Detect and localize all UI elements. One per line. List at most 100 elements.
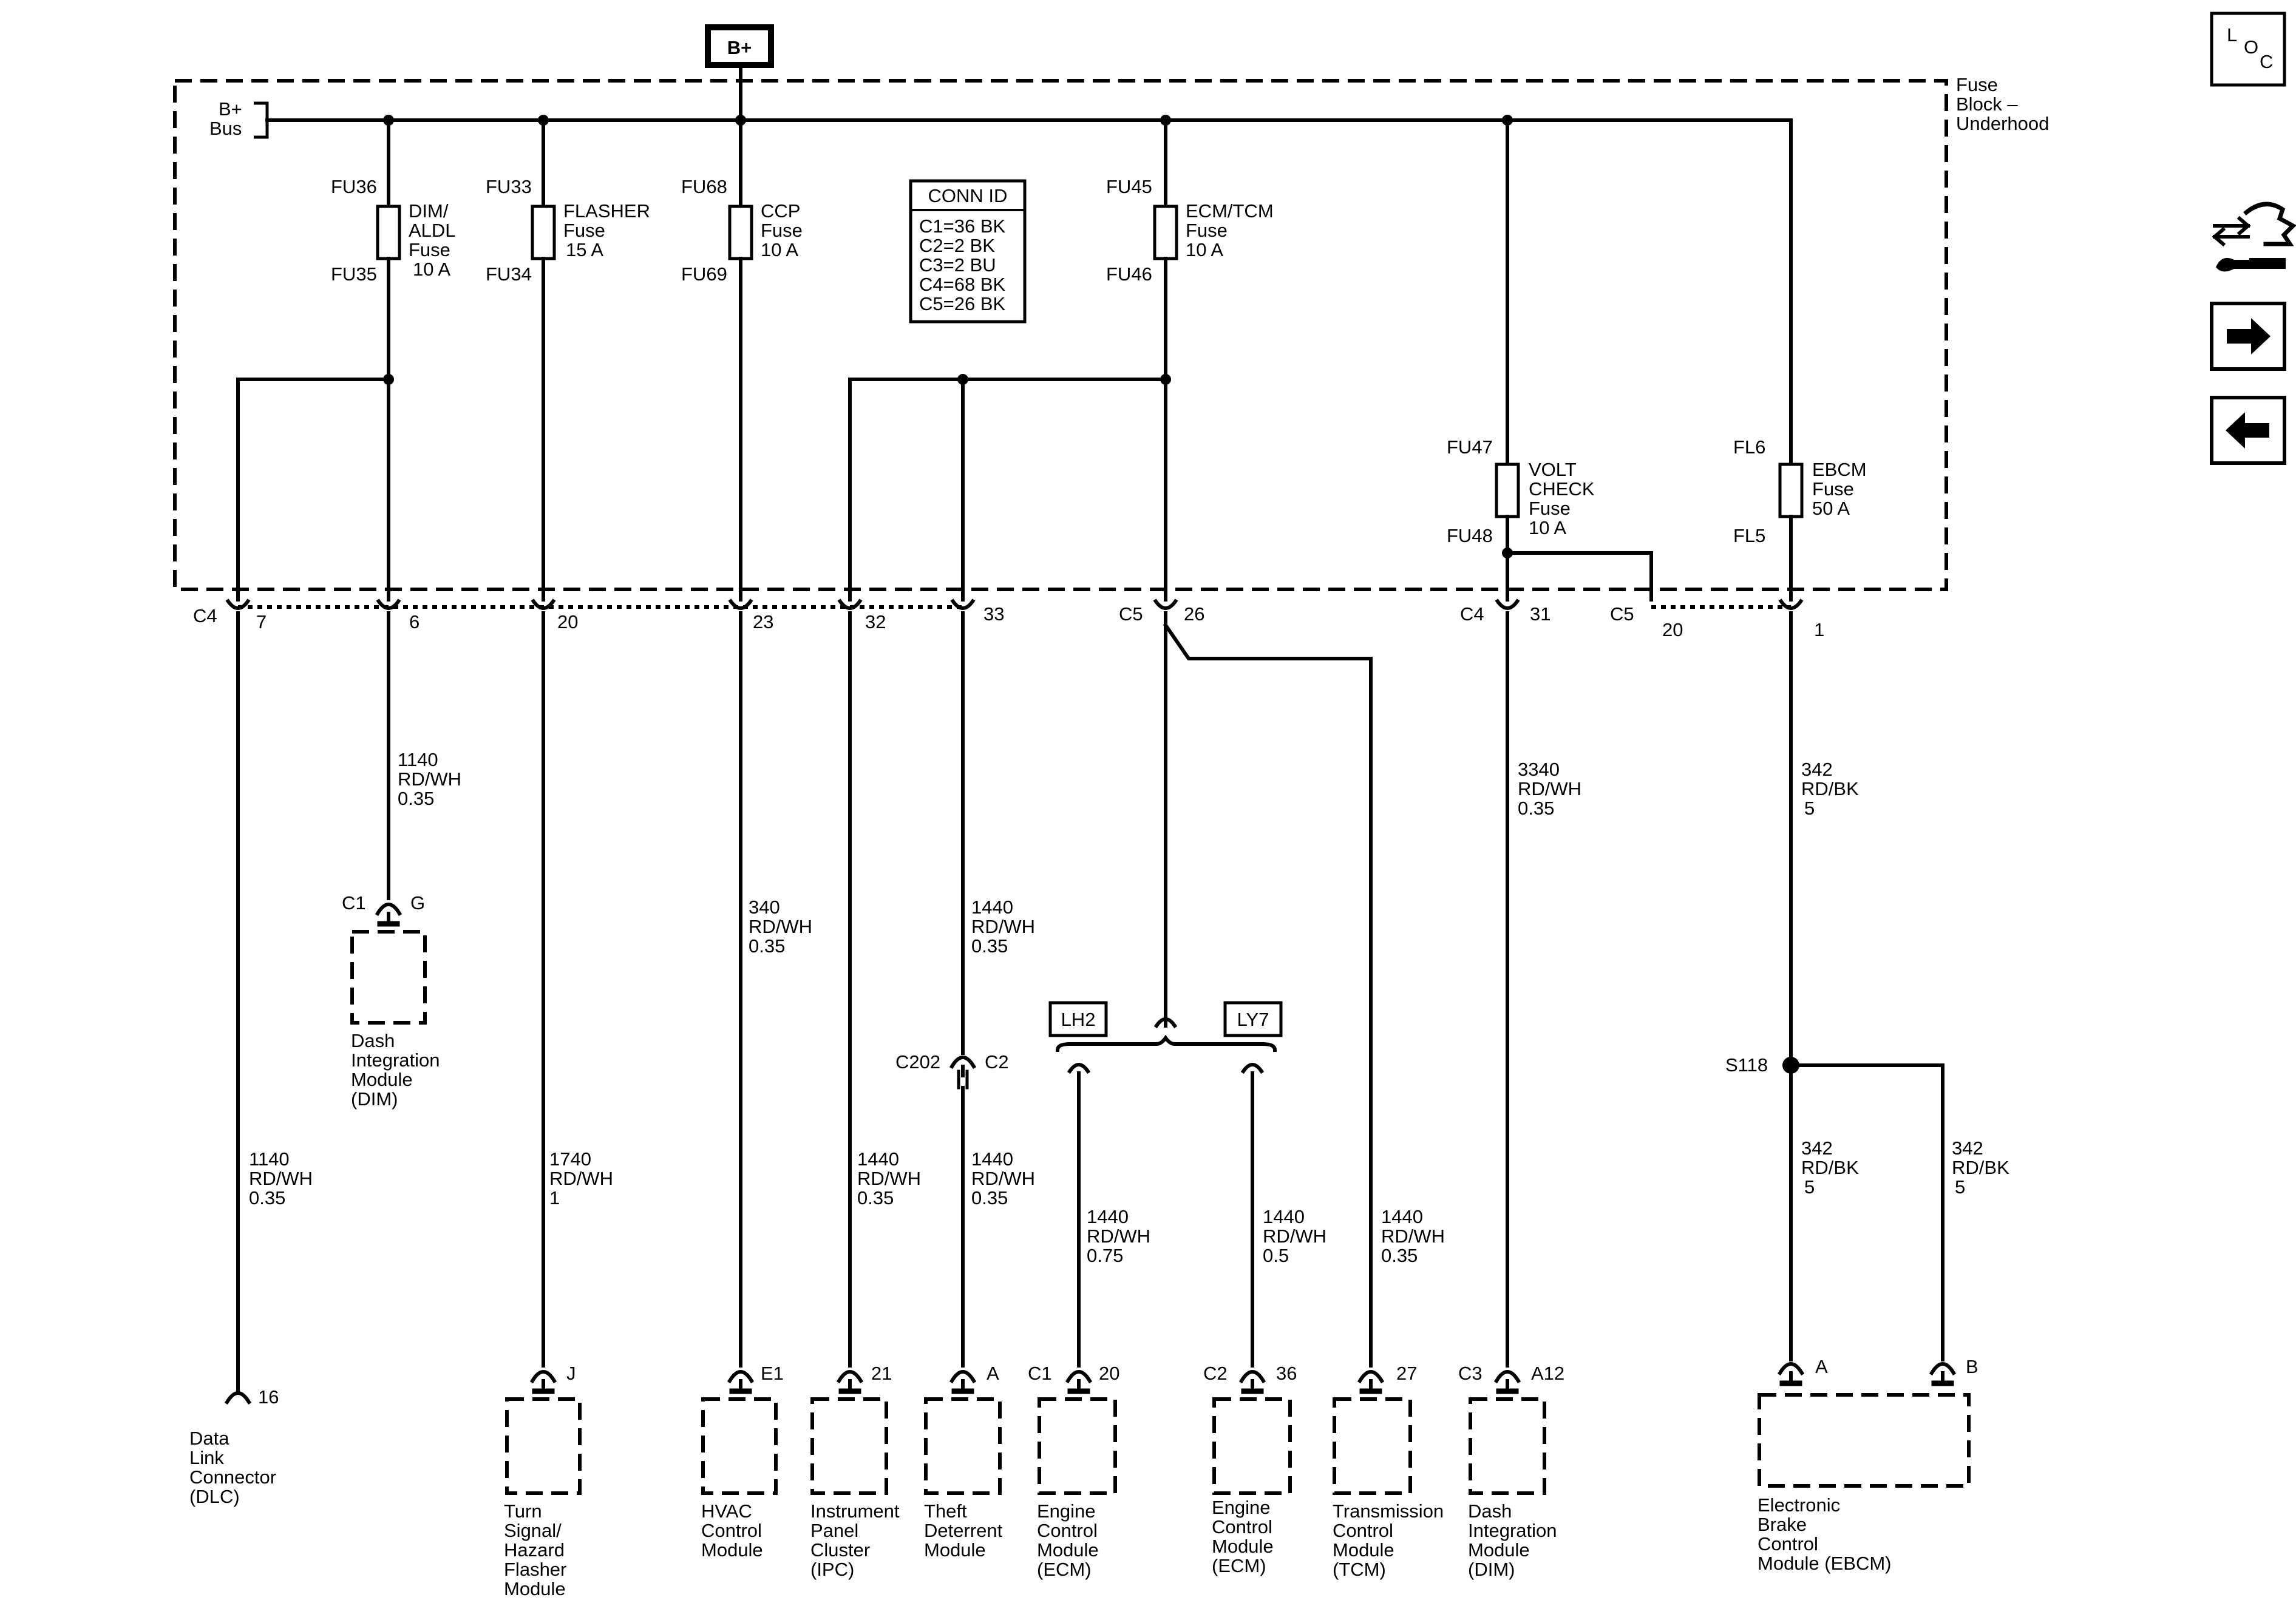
svg-text:Module: Module [1468, 1539, 1530, 1561]
svg-text:33: 33 [983, 603, 1004, 625]
fuse-ecm-tcm: FU45 FU46 ECM/TCM Fuse 10 A [848, 118, 1274, 602]
svg-text:Module: Module [1037, 1539, 1099, 1561]
svg-text:Link: Link [189, 1447, 224, 1468]
svg-text:C2=2 BK: C2=2 BK [919, 235, 995, 256]
svg-text:1740: 1740 [549, 1148, 591, 1170]
svg-text:1: 1 [549, 1187, 560, 1209]
svg-text:J: J [566, 1363, 576, 1384]
svg-text:Fuse: Fuse [1812, 478, 1854, 500]
svg-text:L: L [2227, 24, 2237, 46]
svg-text:7: 7 [256, 611, 267, 632]
power-source: B+ [705, 24, 774, 122]
svg-text:LY7: LY7 [1237, 1009, 1269, 1030]
svg-text:FU35: FU35 [331, 263, 377, 285]
fuse-flasher: FU33 FU34 FLASHER Fuse 15 A [486, 118, 650, 602]
svg-text:Theft: Theft [924, 1500, 967, 1522]
circuit-theft: 1440 RD/WH 0.35 C202 C2 1440 RD/WH 0.35 … [895, 611, 1035, 1561]
svg-text:C4=68 BK: C4=68 BK [919, 274, 1006, 295]
svg-text:1140: 1140 [249, 1148, 290, 1170]
fuse-dim-aldl: FU36 FU35 DIM/ ALDL Fuse 10 A [236, 118, 456, 602]
svg-text:C2: C2 [1203, 1363, 1228, 1384]
svg-text:LH2: LH2 [1061, 1009, 1096, 1030]
svg-text:CONN ID: CONN ID [928, 185, 1008, 206]
svg-text:Dash: Dash [351, 1030, 395, 1051]
fuse-block-title-2: Block – [1956, 93, 2018, 115]
svg-text:1440: 1440 [971, 897, 1013, 918]
fuse-block: Fuse Block – Underhood B+ Bus [173, 74, 2049, 591]
svg-text:C4: C4 [1460, 603, 1484, 625]
svg-text:Control: Control [1758, 1533, 1818, 1554]
svg-text:O: O [2244, 36, 2258, 58]
svg-text:Transmission: Transmission [1333, 1500, 1444, 1522]
svg-text:Turn: Turn [504, 1500, 542, 1522]
svg-text:20: 20 [1099, 1363, 1119, 1384]
svg-text:20: 20 [557, 611, 578, 632]
svg-text:Integration: Integration [1468, 1520, 1557, 1541]
svg-text:C4: C4 [193, 605, 217, 626]
svg-text:32: 32 [865, 611, 886, 632]
svg-text:(ECM): (ECM) [1037, 1559, 1092, 1580]
svg-text:0.75: 0.75 [1087, 1245, 1123, 1266]
svg-text:31: 31 [1530, 603, 1550, 625]
svg-text:1440: 1440 [1381, 1206, 1423, 1227]
svg-text:10 A: 10 A [1186, 239, 1223, 260]
svg-text:Module (EBCM): Module (EBCM) [1758, 1553, 1892, 1574]
svg-text:Engine: Engine [1037, 1500, 1096, 1522]
fuse-volt-check: FU47 FU48 VOLT CHECK Fuse 10 A [1447, 118, 1653, 602]
svg-text:A: A [1815, 1356, 1828, 1377]
svg-text:C5=26 BK: C5=26 BK [919, 293, 1006, 314]
svg-text:CCP: CCP [761, 200, 800, 222]
svg-text:Instrument: Instrument [810, 1500, 900, 1522]
svg-text:27: 27 [1396, 1363, 1417, 1384]
svg-text:C202: C202 [895, 1051, 940, 1073]
circuit-hvac: 340 RD/WH 0.35 E1 HVAC Control Module [701, 611, 812, 1561]
svg-text:Module: Module [924, 1539, 986, 1561]
svg-text:FU45: FU45 [1106, 176, 1152, 197]
svg-text:FLASHER: FLASHER [563, 200, 650, 222]
svg-text:FL5: FL5 [1733, 525, 1765, 546]
svg-text:10 A: 10 A [1529, 517, 1566, 538]
svg-text:RD/WH: RD/WH [971, 916, 1035, 937]
svg-text:C1: C1 [342, 892, 366, 914]
svg-text:E1: E1 [761, 1363, 784, 1384]
svg-text:10 A: 10 A [413, 259, 450, 280]
circuit-dim-volt: 3340 RD/WH 0.35 C3 A12 Dash Integration … [1458, 611, 1581, 1580]
svg-text:Module: Module [504, 1578, 566, 1599]
svg-text:(DIM): (DIM) [351, 1088, 398, 1110]
svg-text:Module: Module [1212, 1536, 1274, 1557]
svg-text:Control: Control [1333, 1520, 1393, 1541]
svg-text:RD/WH: RD/WH [971, 1168, 1035, 1189]
svg-text:Module: Module [1333, 1539, 1394, 1561]
svg-text:RD/BK: RD/BK [1801, 1157, 1859, 1178]
svg-text:FU68: FU68 [681, 176, 727, 197]
arrow-left-icon[interactable] [2210, 396, 2286, 465]
svg-text:Control: Control [1037, 1520, 1098, 1541]
svg-text:36: 36 [1276, 1363, 1297, 1384]
svg-text:Fuse: Fuse [409, 239, 450, 260]
svg-text:C1=36 BK: C1=36 BK [919, 215, 1006, 237]
svg-text:20: 20 [1662, 619, 1683, 640]
fuse-block-title-3: Underhood [1956, 113, 2049, 134]
svg-text:C5: C5 [1119, 603, 1143, 625]
svg-text:Brake: Brake [1758, 1514, 1807, 1535]
svg-text:A12: A12 [1531, 1363, 1564, 1384]
schematic-tools-icon[interactable] [2212, 202, 2296, 272]
svg-text:23: 23 [753, 611, 773, 632]
svg-text:10 A: 10 A [761, 239, 798, 260]
svg-text:RD/WH: RD/WH [1087, 1225, 1150, 1247]
svg-text:(ECM): (ECM) [1212, 1555, 1266, 1576]
svg-text:RD/WH: RD/WH [749, 916, 812, 937]
svg-text:(DIM): (DIM) [1468, 1559, 1515, 1580]
loc-button[interactable]: L O C [2210, 12, 2286, 87]
circuit-ecm-tcm-trunk: LH2 LY7 [1048, 611, 1373, 1368]
circuit-ecm-lh2: 1440 RD/WH 0.75 C1 20 Engine Control Mod… [1028, 1063, 1150, 1580]
svg-text:Control: Control [1212, 1516, 1272, 1537]
bus-label-1: B+ [219, 98, 242, 120]
svg-text:RD/WH: RD/WH [857, 1168, 921, 1189]
svg-text:RD/WH: RD/WH [1381, 1225, 1445, 1247]
svg-text:(DLC): (DLC) [189, 1486, 240, 1507]
svg-text:C5: C5 [1610, 603, 1634, 625]
arrow-right-icon[interactable] [2210, 302, 2286, 371]
svg-text:RD/WH: RD/WH [1263, 1225, 1326, 1247]
